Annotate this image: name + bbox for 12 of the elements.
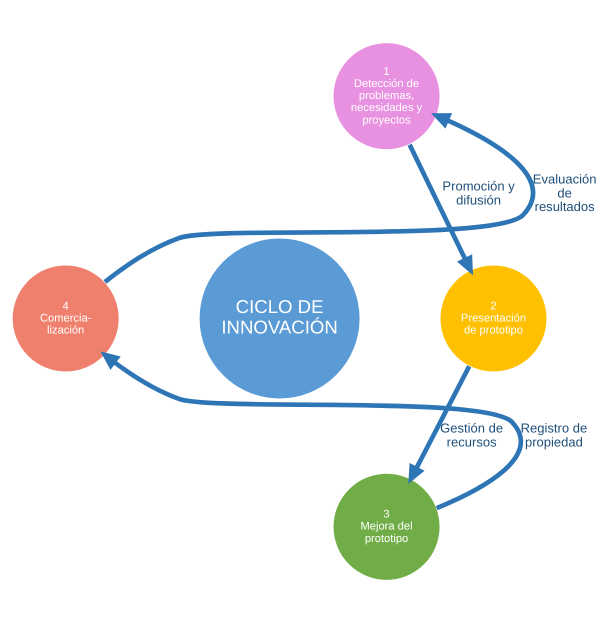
arrow: [408, 143, 473, 275]
node-circle: 2 Presentación de prototipo: [440, 264, 548, 372]
node-circle: CICLO DE INNOVACIÓN: [198, 237, 360, 399]
arrow: [408, 364, 472, 484]
arrow: [104, 112, 536, 284]
node-circle: 3 Mejora del prototipo: [332, 472, 440, 580]
edge-label: Gestión de recursos: [440, 420, 504, 450]
edge-label: Registro de propiedad: [520, 420, 588, 450]
node-circle: 1 Detección de problemas, necesidades y proyectos: [332, 42, 440, 150]
edge-label: Evaluación de resultados: [532, 170, 596, 214]
edge-label: Promoción y difusión: [442, 178, 515, 207]
arrow: [100, 350, 523, 510]
